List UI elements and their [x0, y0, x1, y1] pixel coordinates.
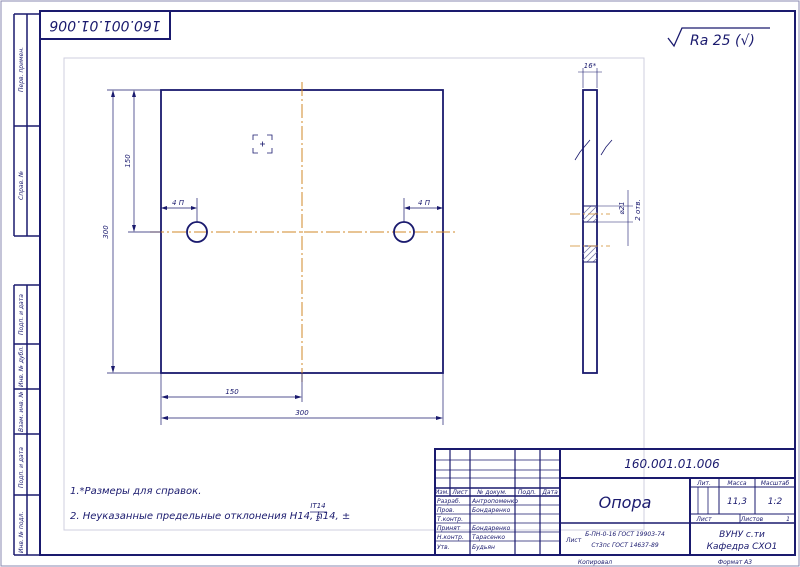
dim-150-vertical: 150	[124, 154, 132, 168]
side-label-sign-date-2: Подп. и дата	[18, 447, 25, 488]
dimension-lines-main	[107, 89, 444, 425]
footer-copied: Копировал	[578, 559, 612, 566]
side-label-replace-no: Взам. инв. №	[18, 391, 25, 432]
title-scale-label: Масштаб	[761, 480, 790, 487]
stamp-header-doc: № докум.	[476, 489, 507, 496]
dim-300-horizontal: 300	[295, 409, 309, 417]
side-label-ref-no: Справ. №	[18, 171, 25, 200]
stamp-header-sign: Подп.	[518, 489, 536, 496]
title-part-name: Опора	[599, 493, 652, 512]
stamp-header-list: Лист	[451, 489, 468, 496]
stamp-name-developer: Антропоменко	[471, 498, 518, 505]
title-sheet-label-left: Лист	[565, 537, 582, 544]
side-view	[570, 68, 633, 374]
stamp-role-approved: Утв.	[437, 544, 450, 551]
dim-hole-right-offset: 4 П	[418, 199, 431, 207]
dim-150-horizontal: 150	[225, 388, 239, 396]
title-sheets-count: 1	[786, 516, 790, 523]
dim-thickness: 16*	[584, 62, 597, 70]
dim-300-vertical: 300	[102, 225, 110, 239]
title-mass-value: 11,3	[727, 497, 747, 507]
dimension-arrows-main	[111, 90, 443, 420]
side-label-first-use: Перв. примен.	[18, 47, 25, 92]
title-litera-label: Лит.	[696, 480, 711, 487]
side-columns	[13, 13, 40, 556]
title-scale-value: 1:2	[768, 497, 783, 507]
stamp-name-accepted: Бондаренко	[472, 525, 511, 532]
side-label-orig-no: Инв. № подл.	[18, 512, 25, 553]
side-label-sign-date-1: Подп. и дата	[18, 294, 25, 335]
stamp-role-accepted: Принят	[437, 525, 461, 532]
note-fraction-denominator: 2	[316, 515, 321, 523]
title-mass-label: Масса	[727, 480, 746, 487]
title-org-line-2: Кафедра СХО1	[707, 542, 778, 552]
top-code-box	[39, 10, 171, 40]
title-org-line-1: ВУНУ с.ти	[719, 530, 765, 540]
stamp-header-date: Дата	[541, 489, 558, 496]
note-2: 2. Неуказанные предельные отклонения H14…	[70, 511, 350, 522]
footer-format: Формат А3	[718, 559, 752, 566]
stamp-role-developer: Разраб.	[437, 498, 461, 505]
title-sheet-label: Лист	[695, 516, 712, 523]
stamp-name-approved: Будьян	[472, 544, 495, 551]
note-fraction-numerator: IT14	[310, 502, 325, 510]
note-1: 1.*Размеры для справок.	[70, 486, 201, 497]
title-material-line-1: Б-ПН-0-16 ГОСТ 19903-74	[585, 531, 665, 538]
drawing-frame	[39, 10, 796, 556]
stamp-role-ncontrol: Н.контр.	[437, 534, 464, 541]
title-material-line-2: Ст3пс ГОСТ 14637-89	[591, 542, 659, 549]
stamp-header-izm: Изм.	[435, 489, 449, 496]
roughness-text: Ra 25 (√)	[690, 33, 755, 49]
dim-hole-left-offset: 4 П	[172, 199, 185, 207]
view-area	[63, 57, 645, 531]
dim-hole-diameter: ⌀21	[618, 201, 626, 214]
top-code-text: 160.001.01.006	[49, 17, 160, 33]
crosshair-marker	[252, 134, 273, 154]
stamp-name-checker: Бондаренко	[472, 507, 511, 514]
stamp-role-checker: Пров.	[437, 507, 455, 514]
title-block-lines	[434, 448, 796, 556]
roughness-mark	[667, 27, 770, 48]
title-sheets-label: Листов	[740, 516, 764, 523]
dim-holes-count: 2 отв.	[634, 199, 642, 220]
side-label-dup-no: Инв. № дубл.	[18, 346, 25, 387]
stamp-role-tcontrol: Т.контр.	[437, 516, 463, 523]
title-code: 160.001.01.006	[624, 457, 720, 471]
stamp-name-ncontrol: Тарасенко	[472, 534, 505, 541]
